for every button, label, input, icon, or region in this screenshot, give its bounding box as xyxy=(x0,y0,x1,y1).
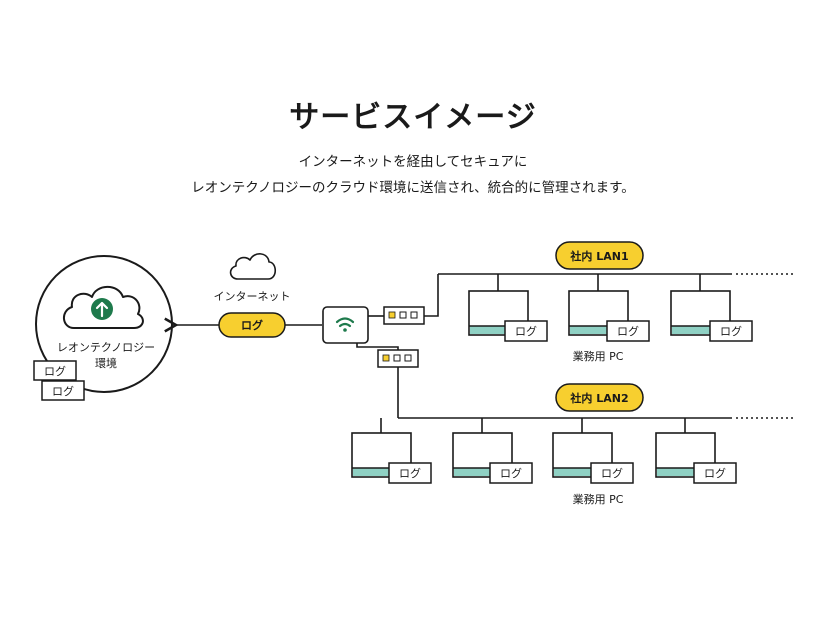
cloud-upload-icon xyxy=(63,285,144,329)
internet-label: インターネット xyxy=(214,290,291,303)
cloud-environment-label-1: レオンテクノロジー xyxy=(57,341,155,354)
lan1-pill: 社内 LAN1 xyxy=(555,241,644,270)
transit-log-label: ログ xyxy=(241,318,263,332)
page-title: サービスイメージ xyxy=(289,100,537,135)
lan1-pc-3: ログ xyxy=(670,290,753,342)
network-hub-icon xyxy=(383,306,425,325)
lan1-business-pc-label: 業務用 PC xyxy=(573,349,624,363)
lan1-pc-2: ログ xyxy=(568,290,650,342)
lan1-label: 社内 LAN1 xyxy=(569,249,628,263)
stored-log-2: ログ xyxy=(41,380,85,401)
lan2-pill: 社内 LAN2 xyxy=(555,383,644,412)
lan2-pc-2: ログ xyxy=(452,432,533,484)
lan2-pc-4: ログ xyxy=(655,432,737,484)
lan2-pc-3: ログ xyxy=(552,432,634,484)
subtitle-line-2: レオンテクノロジーのクラウド環境に送信され、統合的に管理されます。 xyxy=(191,180,635,196)
pc-log-label: ログ xyxy=(399,466,421,480)
stored-log-1: ログ xyxy=(33,360,77,381)
cloud-environment-label-2: 環境 xyxy=(95,356,117,370)
lan2-label: 社内 LAN2 xyxy=(569,391,628,405)
lan2-business-pc-label: 業務用 PC xyxy=(573,492,624,506)
transit-log-pill: ログ xyxy=(218,312,286,338)
stored-log-1-label: ログ xyxy=(44,364,66,378)
pc-log-label: ログ xyxy=(601,466,623,480)
internet-cloud-icon xyxy=(229,253,277,280)
wifi-router-icon xyxy=(322,306,369,344)
pc-log-label: ログ xyxy=(704,466,726,480)
stored-log-2-label: ログ xyxy=(52,384,74,398)
network-hub-icon xyxy=(377,349,419,368)
cloud-environment: レオンテクノロジー 環境 ログ ログ xyxy=(33,255,173,401)
pc-log-label: ログ xyxy=(500,466,522,480)
lan1-pc-1: ログ xyxy=(468,290,548,342)
pc-log-label: ログ xyxy=(515,324,537,338)
lan2-pc-1: ログ xyxy=(351,432,432,484)
subtitle-line-1: インターネットを経由してセキュアに xyxy=(298,154,528,170)
pc-log-label: ログ xyxy=(720,324,742,338)
pc-log-label: ログ xyxy=(617,324,639,338)
